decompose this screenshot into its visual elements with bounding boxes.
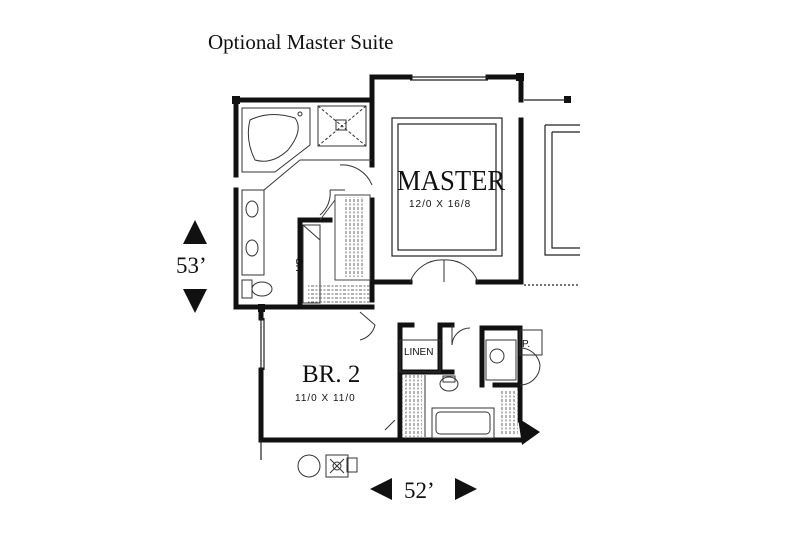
corner-post-triangle [518, 418, 540, 445]
overall-width-dimension: 52’ [404, 478, 435, 503]
shower-label: SH [293, 258, 304, 272]
overall-depth-dimension: 53’ [176, 253, 207, 278]
arrow-down [183, 289, 207, 313]
master-bath-fixtures [241, 105, 373, 304]
master-room-label: MASTER [397, 165, 506, 197]
arrow-up [183, 220, 207, 244]
dimension-arrows [183, 220, 477, 500]
master-room-dimensions: 12/0 X 16/8 [409, 199, 472, 210]
br2-fixtures [359, 311, 543, 439]
bedroom2-room-label: BR. 2 [302, 361, 361, 388]
arrow-right [455, 478, 477, 500]
bedroom2-room-dimensions: 11/0 X 11/0 [295, 393, 356, 404]
master-closet [308, 194, 371, 303]
thin-lines [260, 76, 580, 460]
corner-posts [232, 73, 571, 312]
arrow-left [370, 478, 392, 500]
master-door [409, 259, 479, 283]
exterior-fixtures [297, 454, 358, 478]
exterior-walls [233, 74, 524, 443]
linen-label: LINEN [404, 347, 434, 358]
plan-title: Optional Master Suite [208, 30, 394, 54]
pantry-label: P. [522, 339, 531, 350]
